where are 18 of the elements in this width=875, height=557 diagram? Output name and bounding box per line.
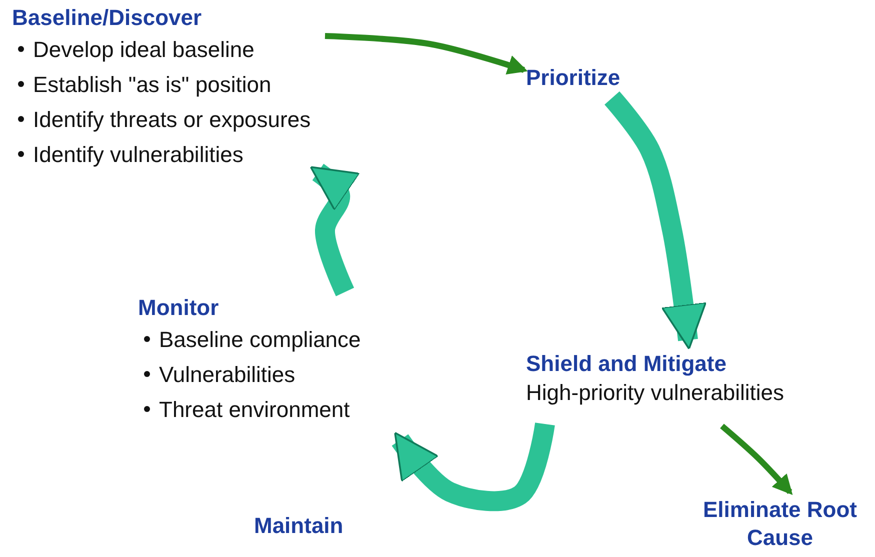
phase-heading: Shield and Mitigate <box>526 350 728 378</box>
phase-heading: Prioritize <box>526 64 622 92</box>
arrow <box>310 164 360 296</box>
bullet-item: Establish "as is" position <box>33 72 272 97</box>
bullet-item: Identify threats or exposures <box>33 107 311 132</box>
phase-heading: Monitor <box>138 294 220 322</box>
bullet-item: Vulnerabilities <box>159 362 296 387</box>
arrow <box>324 33 528 75</box>
phase-heading: Eliminate Root Cause <box>702 496 858 552</box>
arrow <box>720 424 793 495</box>
phase-subtitle: High-priority vulnerabilities <box>526 379 785 407</box>
arrow <box>392 422 555 512</box>
bullet-item: Baseline compliance <box>159 327 361 352</box>
bullet-item: Identify vulnerabilities <box>33 142 244 167</box>
bullet-item: Threat environment <box>159 397 350 422</box>
phase-heading: Baseline/Discover <box>12 4 203 32</box>
arrow <box>604 91 707 350</box>
bullet-item: Develop ideal baseline <box>33 37 254 62</box>
